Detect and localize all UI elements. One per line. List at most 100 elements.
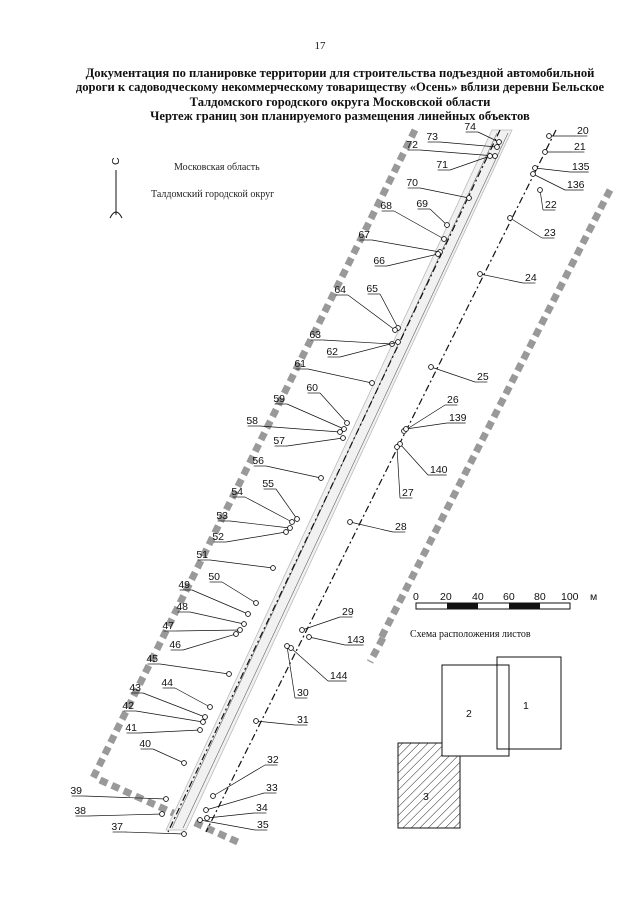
point-marker-21 — [542, 149, 548, 155]
scale-tick-40: 40 — [472, 591, 484, 603]
point-label-144: 144 — [330, 670, 348, 682]
leader-line — [479, 273, 524, 284]
point-marker-139 — [403, 426, 409, 432]
leader-line — [371, 239, 441, 253]
point-marker-51 — [270, 565, 276, 571]
leader-line — [509, 217, 543, 239]
okrug-label: Талдомский городской округ — [151, 189, 275, 200]
point-marker-25 — [428, 364, 434, 370]
point-label-71: 71 — [436, 159, 448, 171]
scale-tick-80: 80 — [534, 591, 546, 603]
point-label-44: 44 — [161, 677, 173, 689]
title-line-4: Чертеж границ зон планируемого размещени… — [150, 109, 530, 124]
leader-line — [399, 443, 429, 476]
leader-line — [393, 210, 445, 240]
leader-line — [174, 687, 211, 708]
point-marker-74 — [496, 139, 502, 145]
leader-line — [307, 368, 373, 384]
point-marker-53 — [287, 525, 293, 531]
point-label-32: 32 — [267, 754, 279, 766]
leader-line — [286, 437, 344, 447]
point-label-22: 22 — [545, 199, 557, 211]
page-number: 17 — [314, 40, 326, 52]
leader-line — [322, 339, 393, 345]
point-label-68: 68 — [380, 200, 392, 212]
leader-line — [396, 446, 401, 499]
point-marker-23 — [507, 215, 513, 221]
point-marker-49 — [245, 611, 251, 617]
leader-line — [182, 633, 237, 651]
title-line-1: Документация по планировке территории дл… — [85, 66, 595, 80]
point-marker-20 — [546, 133, 552, 139]
point-marker-43 — [202, 714, 208, 720]
sheet-2 — [441, 664, 510, 757]
point-marker-60 — [344, 420, 350, 426]
point-marker-64 — [392, 327, 398, 333]
title-line-3: Талдомского городского округа Московской… — [189, 94, 491, 109]
leader-line — [159, 663, 230, 675]
leader-line — [449, 155, 491, 171]
point-marker-22 — [537, 187, 543, 193]
point-marker-70 — [466, 195, 472, 201]
point-marker-40 — [181, 760, 187, 766]
leader-line — [152, 748, 185, 764]
point-marker-69 — [444, 222, 450, 228]
point-label-28: 28 — [395, 521, 407, 533]
point-label-58: 58 — [246, 415, 258, 427]
point-label-49: 49 — [178, 579, 190, 591]
point-marker-45 — [226, 671, 232, 677]
leader-line — [419, 149, 496, 157]
scale-unit: м — [590, 591, 597, 603]
leader-line — [206, 812, 255, 819]
leader-line — [405, 422, 448, 430]
north-label: С — [110, 157, 122, 165]
sheet-label-3: 3 — [423, 791, 429, 803]
north-arrow: С — [109, 157, 123, 219]
point-label-47: 47 — [162, 620, 174, 632]
point-marker-58 — [337, 429, 343, 435]
boundary-lines — [88, 128, 614, 847]
point-marker-135 — [532, 165, 538, 171]
sheet-layout-scheme: 1 2 3 — [397, 656, 562, 829]
point-marker-39 — [163, 796, 169, 802]
point-marker-136 — [530, 171, 536, 177]
point-label-39: 39 — [70, 785, 82, 797]
leader-line — [301, 616, 341, 631]
point-label-55: 55 — [262, 478, 274, 490]
leader-line — [175, 629, 241, 632]
leader-line — [319, 392, 348, 424]
point-marker-57 — [340, 435, 346, 441]
point-marker-24 — [477, 271, 483, 277]
road-corridor — [165, 129, 557, 833]
leader-line — [265, 465, 322, 479]
point-marker-46 — [233, 631, 239, 637]
point-marker-44 — [207, 704, 213, 710]
point-label-136: 136 — [567, 179, 585, 191]
point-label-35: 35 — [257, 819, 269, 831]
point-label-40: 40 — [139, 738, 151, 750]
point-label-42: 42 — [122, 700, 134, 712]
point-marker-47 — [237, 627, 243, 633]
leader-line — [429, 208, 448, 226]
point-label-51: 51 — [196, 549, 208, 561]
leader-line — [349, 521, 394, 533]
point-marker-38 — [159, 811, 165, 817]
point-label-64: 64 — [334, 284, 346, 296]
point-marker-61 — [369, 380, 375, 386]
leader-line — [430, 366, 476, 383]
leader-line — [477, 131, 500, 143]
scale-tick-0: 0 — [413, 591, 419, 603]
point-label-65: 65 — [366, 283, 378, 295]
point-marker-34 — [204, 815, 210, 821]
point-marker-42 — [200, 719, 206, 725]
leader-line — [290, 647, 329, 682]
leader-line — [191, 589, 249, 615]
point-label-67: 67 — [358, 229, 370, 241]
point-marker-27 — [394, 444, 400, 450]
scale-tick-60: 60 — [503, 591, 515, 603]
point-markers: 2021135136222324252613914027282914314430… — [70, 121, 590, 837]
leader-line — [419, 187, 470, 199]
point-marker-32 — [210, 793, 216, 799]
point-marker-33 — [203, 807, 209, 813]
